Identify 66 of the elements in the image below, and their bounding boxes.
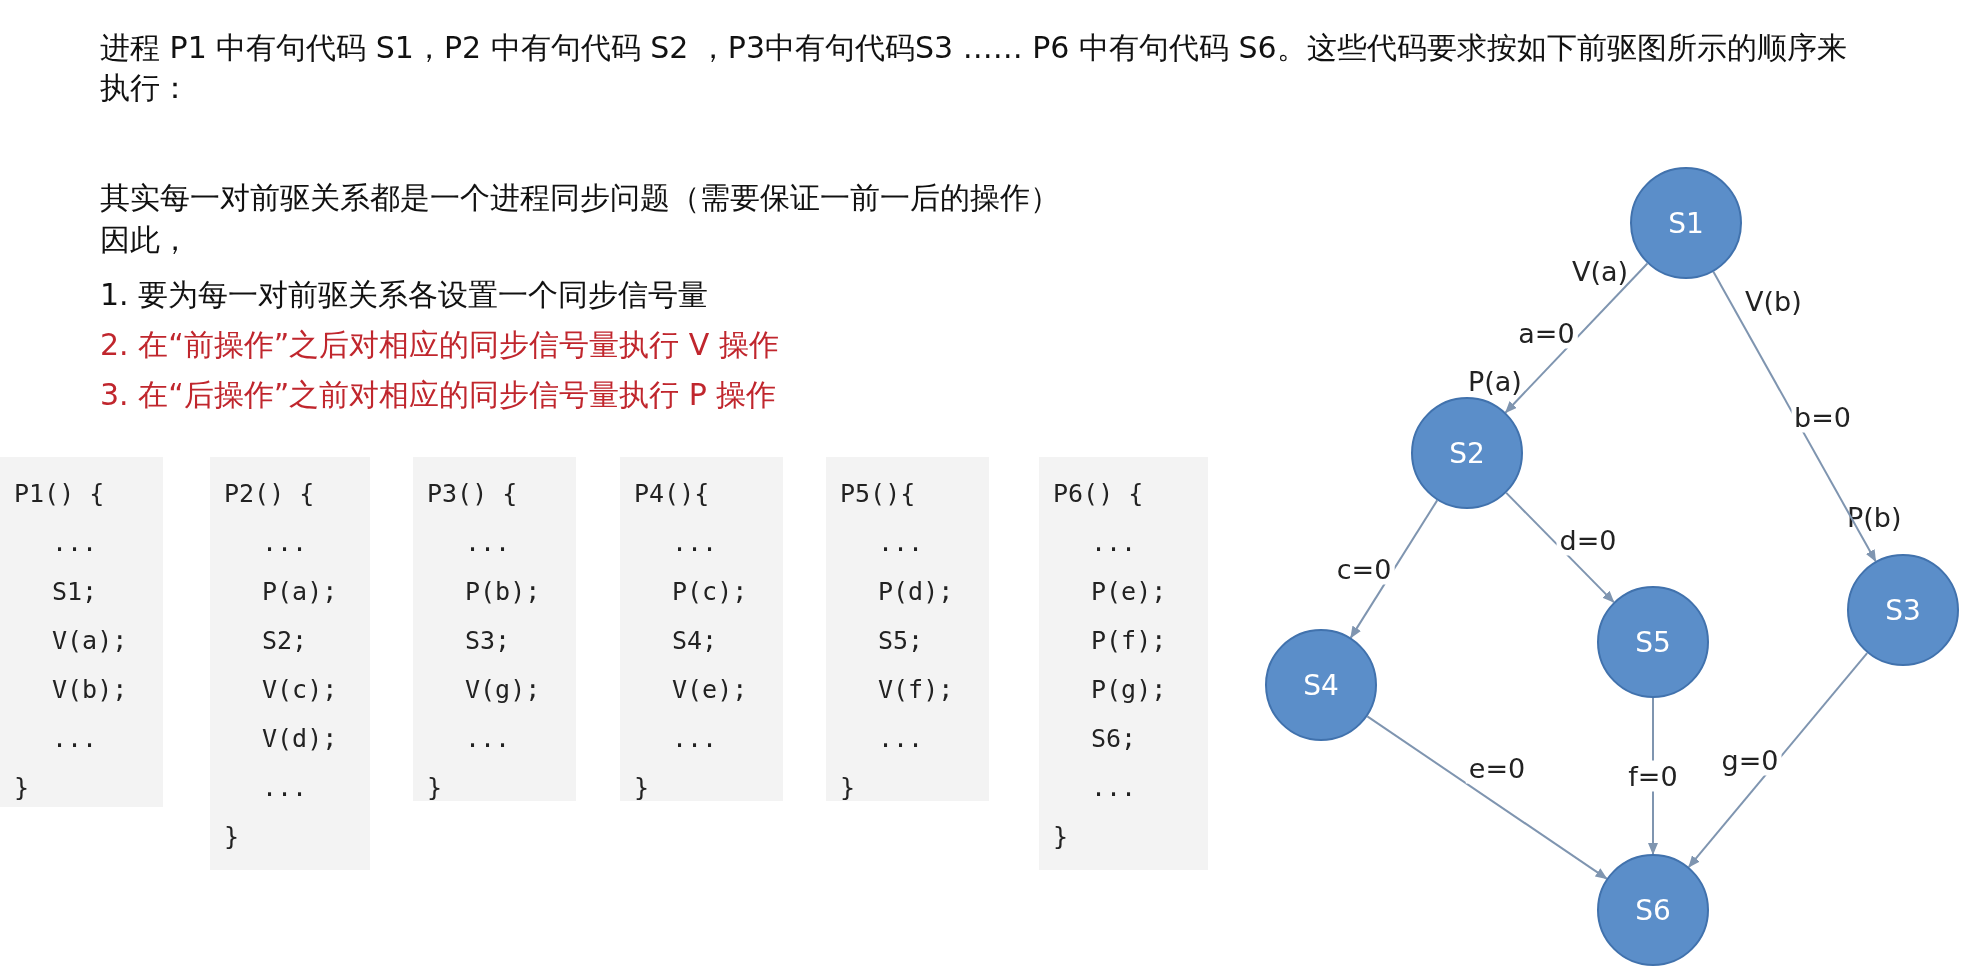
- text-paragraph: 1. 要为每一对前驱关系各设置一个同步信号量: [100, 276, 710, 314]
- code-line: P6() {: [1053, 478, 1145, 510]
- code-line: S6;: [1090, 723, 1138, 755]
- code-line: S1;: [51, 576, 99, 608]
- code-line: P(g);: [1090, 674, 1168, 706]
- process-circle: S1: [1630, 167, 1742, 279]
- code-line: V(e);: [671, 674, 749, 706]
- code-line: P1() {: [14, 478, 106, 510]
- code-line: P(e);: [1090, 576, 1168, 608]
- process-circle: S6: [1597, 854, 1709, 966]
- code-line: }: [14, 772, 31, 804]
- code-line: ...: [671, 723, 719, 755]
- text-paragraph: 2. 在“前操作”之后对相应的同步信号量执行 V 操作: [100, 326, 780, 364]
- code-line: V(c);: [261, 674, 339, 706]
- code-line: }: [1053, 821, 1070, 853]
- code-line: P4(){: [634, 478, 711, 510]
- text-paragraph: 进程 P1 中有句代码 S1，P2 中有句代码 S2 ，P3中有句代码S3 …… P6 中有句代码 S6。这些代码要求按如下前驱图所示的顺序来执行：: [100, 29, 1848, 107]
- code-line: ...: [51, 527, 99, 559]
- code-line: ...: [671, 527, 719, 559]
- text-paragraph: 因此，: [100, 221, 191, 259]
- code-line: V(a);: [51, 625, 129, 657]
- code-line: S2;: [261, 625, 309, 657]
- arrow: [1687, 652, 1869, 868]
- code-line: S3;: [464, 625, 512, 657]
- code-line: P3() {: [427, 478, 519, 510]
- arrow: [1712, 270, 1877, 563]
- code-line: P(a);: [261, 576, 339, 608]
- operation-label: V(a): [1572, 255, 1630, 289]
- code-line: S4;: [671, 625, 719, 657]
- code-line: V(b);: [51, 674, 129, 706]
- code-line: }: [840, 772, 857, 804]
- text-paragraph: 其实每一对前驱关系都是一个进程同步问题（需要保证一前一后的操作）: [100, 179, 1061, 217]
- code-line: }: [427, 772, 444, 804]
- arrow: [1366, 715, 1608, 880]
- code-line: }: [224, 821, 241, 853]
- code-line: ...: [1090, 772, 1138, 804]
- code-line: ...: [877, 723, 925, 755]
- code-line: P(c);: [671, 576, 749, 608]
- process-circle: S4: [1265, 629, 1377, 741]
- process-circle: S5: [1597, 586, 1709, 698]
- code-line: ...: [1090, 527, 1138, 559]
- code-line: P(b);: [464, 576, 542, 608]
- code-line: P5(){: [840, 478, 917, 510]
- code-line: ...: [261, 772, 309, 804]
- code-line: ...: [877, 527, 925, 559]
- code-line: }: [634, 772, 651, 804]
- operation-label: P(b): [1847, 501, 1903, 535]
- code-line: P(f);: [1090, 625, 1168, 657]
- arrow: [1349, 499, 1439, 639]
- process-circle: S2: [1411, 397, 1523, 509]
- process-circle: S3: [1847, 554, 1959, 666]
- arrow: [1505, 491, 1615, 604]
- code-line: V(d);: [261, 723, 339, 755]
- operation-label: P(a): [1468, 365, 1523, 399]
- code-line: V(f);: [877, 674, 955, 706]
- code-line: P(d);: [877, 576, 955, 608]
- code-line: ...: [261, 527, 309, 559]
- code-line: ...: [464, 527, 512, 559]
- code-line: V(g);: [464, 674, 542, 706]
- operation-label: V(b): [1745, 285, 1803, 319]
- code-line: P2() {: [224, 478, 316, 510]
- arrow: [1504, 262, 1649, 414]
- code-line: ...: [464, 723, 512, 755]
- text-paragraph: 3. 在“后操作”之前对相应的同步信号量执行 P 操作: [100, 376, 778, 414]
- code-line: ...: [51, 723, 99, 755]
- code-line: S5;: [877, 625, 925, 657]
